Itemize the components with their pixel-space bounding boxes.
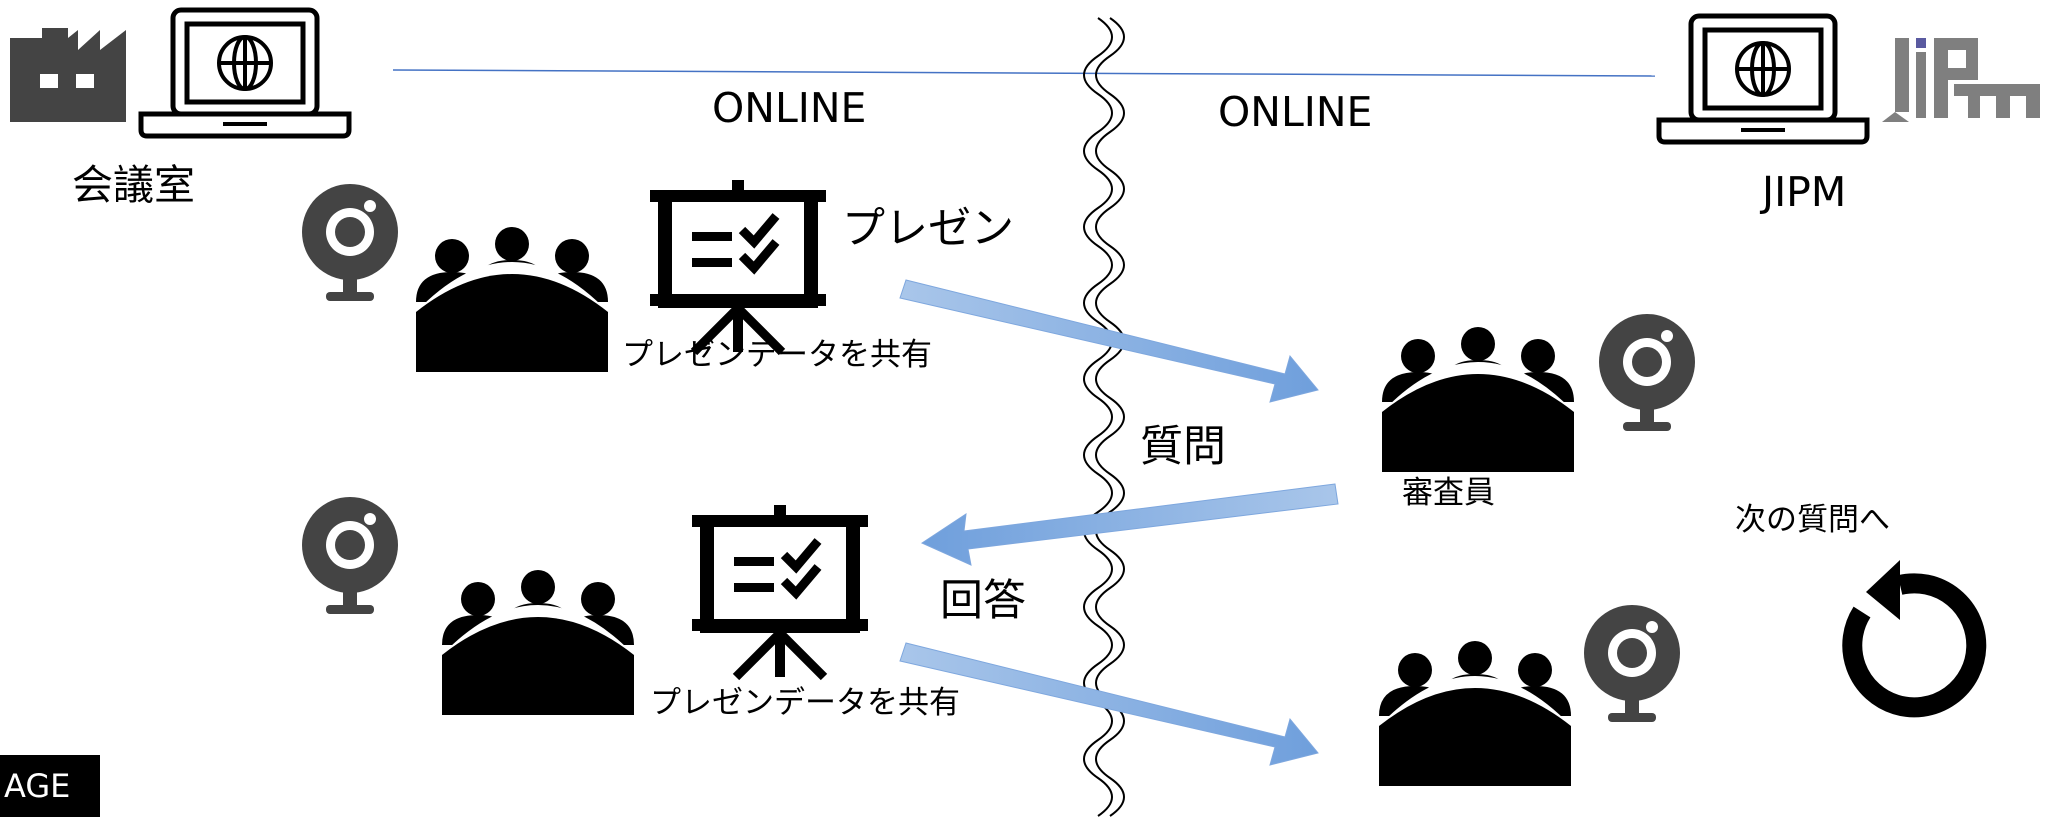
- answer-label: 回答: [940, 576, 1026, 626]
- next-question-label: 次の質問へ: [1735, 502, 1890, 538]
- online-connection-line: [392, 69, 1656, 77]
- presentation-board-icon-1: [650, 180, 826, 352]
- arrow-question-to-room: [920, 483, 1339, 566]
- examiners-label: 審査員: [1402, 475, 1495, 511]
- webcam-icon-2: [1599, 314, 1695, 431]
- online-label-left: ONLINE: [712, 84, 867, 132]
- question-label: 質問: [1140, 422, 1226, 472]
- group-meeting-icon-2: [1382, 327, 1574, 472]
- presentation-board-icon-2: [692, 505, 868, 677]
- arrow-answer-to-examiners: [899, 642, 1319, 766]
- conference-room-label: 会議室: [72, 161, 195, 209]
- factory-icon: [10, 28, 126, 122]
- arrow-present-to-examiners: [899, 279, 1319, 403]
- share-data-label-2: プレゼンデータを共有: [650, 685, 960, 721]
- group-meeting-icon-3: [442, 570, 634, 715]
- group-meeting-icon-1: [416, 227, 608, 372]
- network-divider: [1083, 17, 1113, 817]
- online-label-right: ONLINE: [1218, 88, 1373, 136]
- laptop-globe-icon-left: [141, 10, 349, 136]
- age-tag: AGE: [0, 755, 100, 817]
- webcam-icon-3: [302, 497, 398, 614]
- refresh-icon: [1842, 560, 1987, 718]
- jipm-logo: [1882, 38, 2040, 122]
- group-meeting-icon-4: [1379, 641, 1571, 786]
- webcam-icon-1: [302, 184, 398, 301]
- network-divider-shadow: [1095, 17, 1125, 817]
- presentation-label: プレゼン: [842, 204, 1014, 254]
- jipm-label: JIPM: [1762, 168, 1847, 216]
- laptop-globe-icon-right: [1659, 16, 1867, 142]
- webcam-icon-4: [1584, 605, 1680, 722]
- share-data-label-1: プレゼンデータを共有: [622, 337, 932, 373]
